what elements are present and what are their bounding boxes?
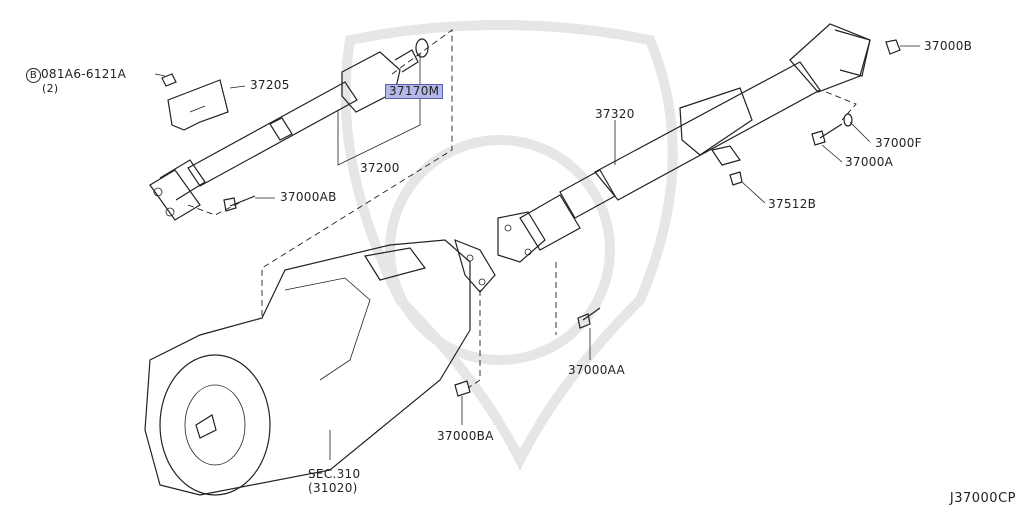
part-label-37000b: 37000B xyxy=(924,39,973,53)
bolt-37000ab xyxy=(223,195,256,212)
figure-id: J37000CP xyxy=(949,491,1016,506)
part-label-37000f: 37000F xyxy=(875,136,922,150)
transmission-housing xyxy=(144,238,496,496)
rear-propeller-shaft xyxy=(497,23,871,263)
section-ref-label: SEC.310 xyxy=(308,467,361,481)
part-label-37000a: 37000A xyxy=(845,155,894,169)
part-label-37320: 37320 xyxy=(595,107,635,121)
part-label-37000aa: 37000AA xyxy=(568,363,626,377)
center-bearing-bracket xyxy=(161,73,229,131)
part-label-37205: 37205 xyxy=(250,78,290,92)
section-ref-sub: (31020) xyxy=(308,481,358,495)
alignment-guide-upper xyxy=(261,29,453,318)
part-label-37000ab: 37000AB xyxy=(280,190,337,204)
part-label-37200: 37200 xyxy=(360,161,400,175)
leader-lines xyxy=(154,45,920,460)
part-label-37000ba: 37000BA xyxy=(437,429,494,443)
fasteners-rear xyxy=(454,39,901,397)
alignment-guide-left xyxy=(187,199,246,216)
part-qty-081a6: (2) xyxy=(42,82,59,95)
alignment-guide-lower xyxy=(467,290,481,389)
alignment-guide-rear xyxy=(825,91,857,121)
part-label-081a6: 081A6-6121A xyxy=(41,67,127,81)
front-propeller-shaft xyxy=(149,38,429,221)
circled-b-icon: B xyxy=(26,68,41,83)
part-label-37170m[interactable]: 37170M xyxy=(385,84,444,99)
part-label-37512b: 37512B xyxy=(768,197,817,211)
watermark xyxy=(340,20,678,472)
